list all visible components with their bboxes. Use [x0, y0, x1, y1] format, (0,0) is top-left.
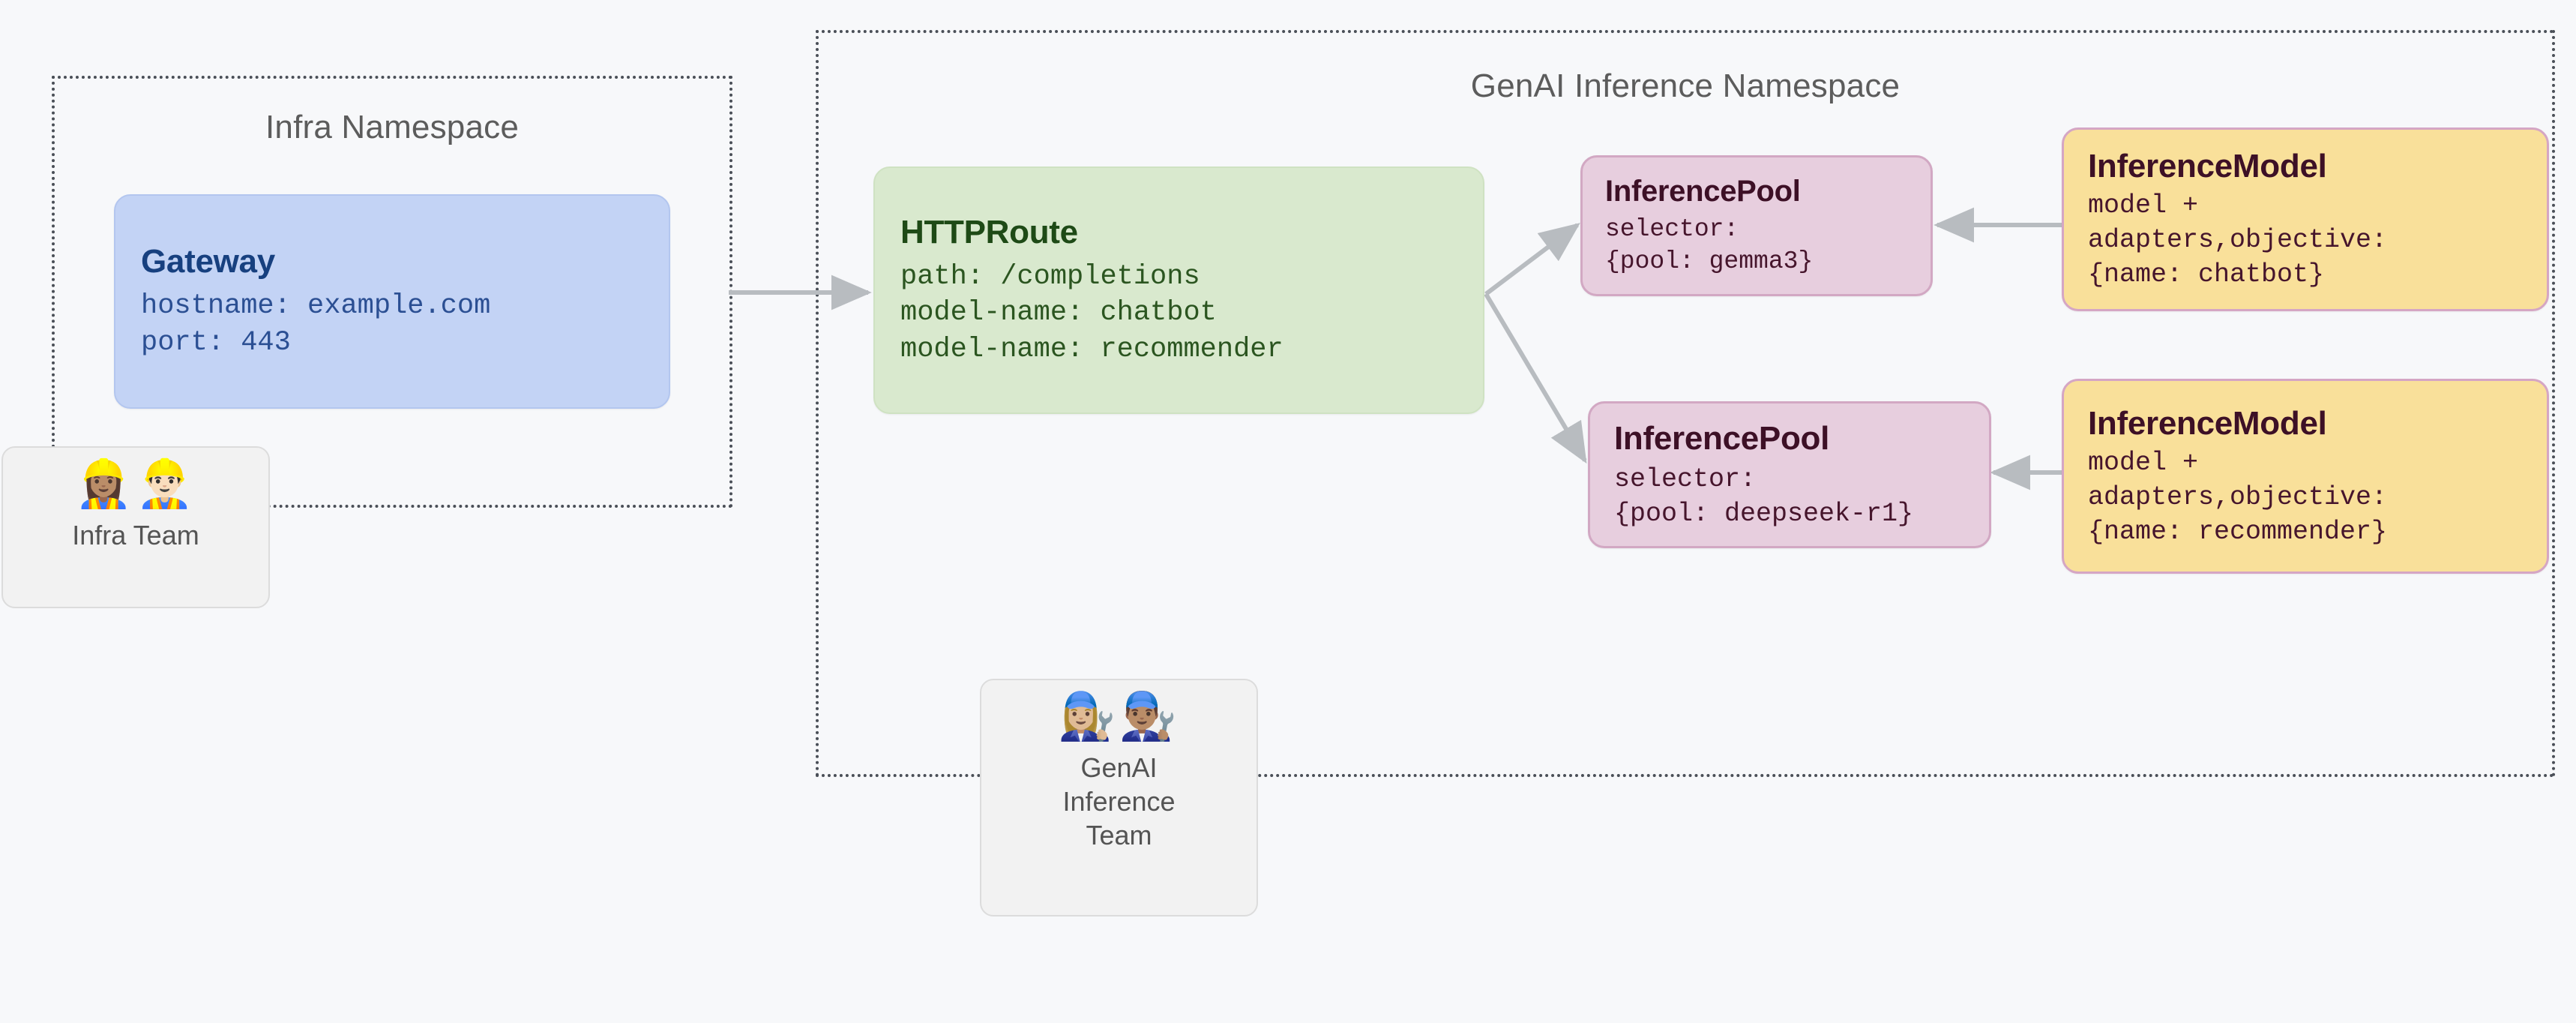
node-inferencemodel-chatbot[interactable]: InferenceModel model + adapters,objectiv… — [2062, 128, 2549, 311]
team-card-infra[interactable]: 👷🏽‍♀️👷🏻‍♂️ Infra Team — [1, 446, 270, 608]
inferencepool-deepseek-r1-line-selector: selector: — [1614, 464, 1757, 494]
node-gateway[interactable]: Gateway hostname: example.com port: 443 — [114, 194, 670, 409]
construction-worker-icons: 👷🏽‍♀️👷🏻‍♂️ — [74, 458, 197, 510]
inferencemodel-recommender-line-model: model + — [2088, 447, 2199, 478]
httproute-line-path: path: /completions — [900, 260, 1200, 292]
team-card-genai-inference[interactable]: 👩🏼‍🔧👨🏽‍🔧 GenAI Inference Team — [980, 679, 1258, 916]
node-inferencemodel-recommender[interactable]: InferenceModel model + adapters,objectiv… — [2062, 379, 2549, 574]
inferencepool-gemma3-line-value: {pool: gemma3} — [1605, 248, 1814, 276]
namespace-genai-title: GenAI Inference Namespace — [1470, 68, 1901, 104]
node-inferencepool-gemma3[interactable]: InferencePool selector: {pool: gemma3} — [1580, 155, 1933, 296]
inferencepool-gemma3-line-selector: selector: — [1605, 214, 1739, 243]
inferencemodel-recommender-title: InferenceModel — [2088, 404, 2327, 442]
inferencemodel-chatbot-title: InferenceModel — [2088, 148, 2327, 185]
httproute-title: HTTPRoute — [900, 213, 1078, 250]
gateway-title: Gateway — [141, 243, 275, 280]
node-inferencepool-deepseek-r1[interactable]: InferencePool selector: {pool: deepseek-… — [1588, 401, 1991, 548]
httproute-line-model-name-recommender: model-name: recommender — [900, 334, 1284, 366]
gateway-line-hostname: hostname: example.com — [141, 290, 491, 322]
team-label-infra: Infra Team — [72, 520, 199, 550]
inferencemodel-chatbot-line-name: {name: chatbot} — [2088, 260, 2325, 290]
httproute-line-model-name-chatbot: model-name: chatbot — [900, 297, 1217, 329]
inferencemodel-recommender-line-name: {name: recommender} — [2088, 516, 2388, 547]
inferencemodel-chatbot-line-adapters: adapters,objective: — [2088, 225, 2388, 256]
node-httproute[interactable]: HTTPRoute path: /completions model-name:… — [873, 166, 1484, 414]
inferencemodel-recommender-line-adapters: adapters,objective: — [2088, 482, 2388, 512]
team-label-genai-inference: GenAI Inference Team — [1062, 752, 1176, 850]
inferencepool-deepseek-r1-title: InferencePool — [1614, 419, 1830, 457]
mechanic-icons: 👩🏼‍🔧👨🏽‍🔧 — [1058, 691, 1180, 742]
namespace-infra-title: Infra Namespace — [265, 109, 520, 146]
inferencepool-gemma3-title: InferencePool — [1605, 175, 1801, 208]
inferencepool-deepseek-r1-line-value: {pool: deepseek-r1} — [1614, 498, 1914, 529]
inferencemodel-chatbot-line-model: model + — [2088, 190, 2199, 221]
namespace-genai: GenAI Inference Namespace — [816, 30, 2555, 777]
gateway-line-port: port: 443 — [141, 326, 291, 358]
